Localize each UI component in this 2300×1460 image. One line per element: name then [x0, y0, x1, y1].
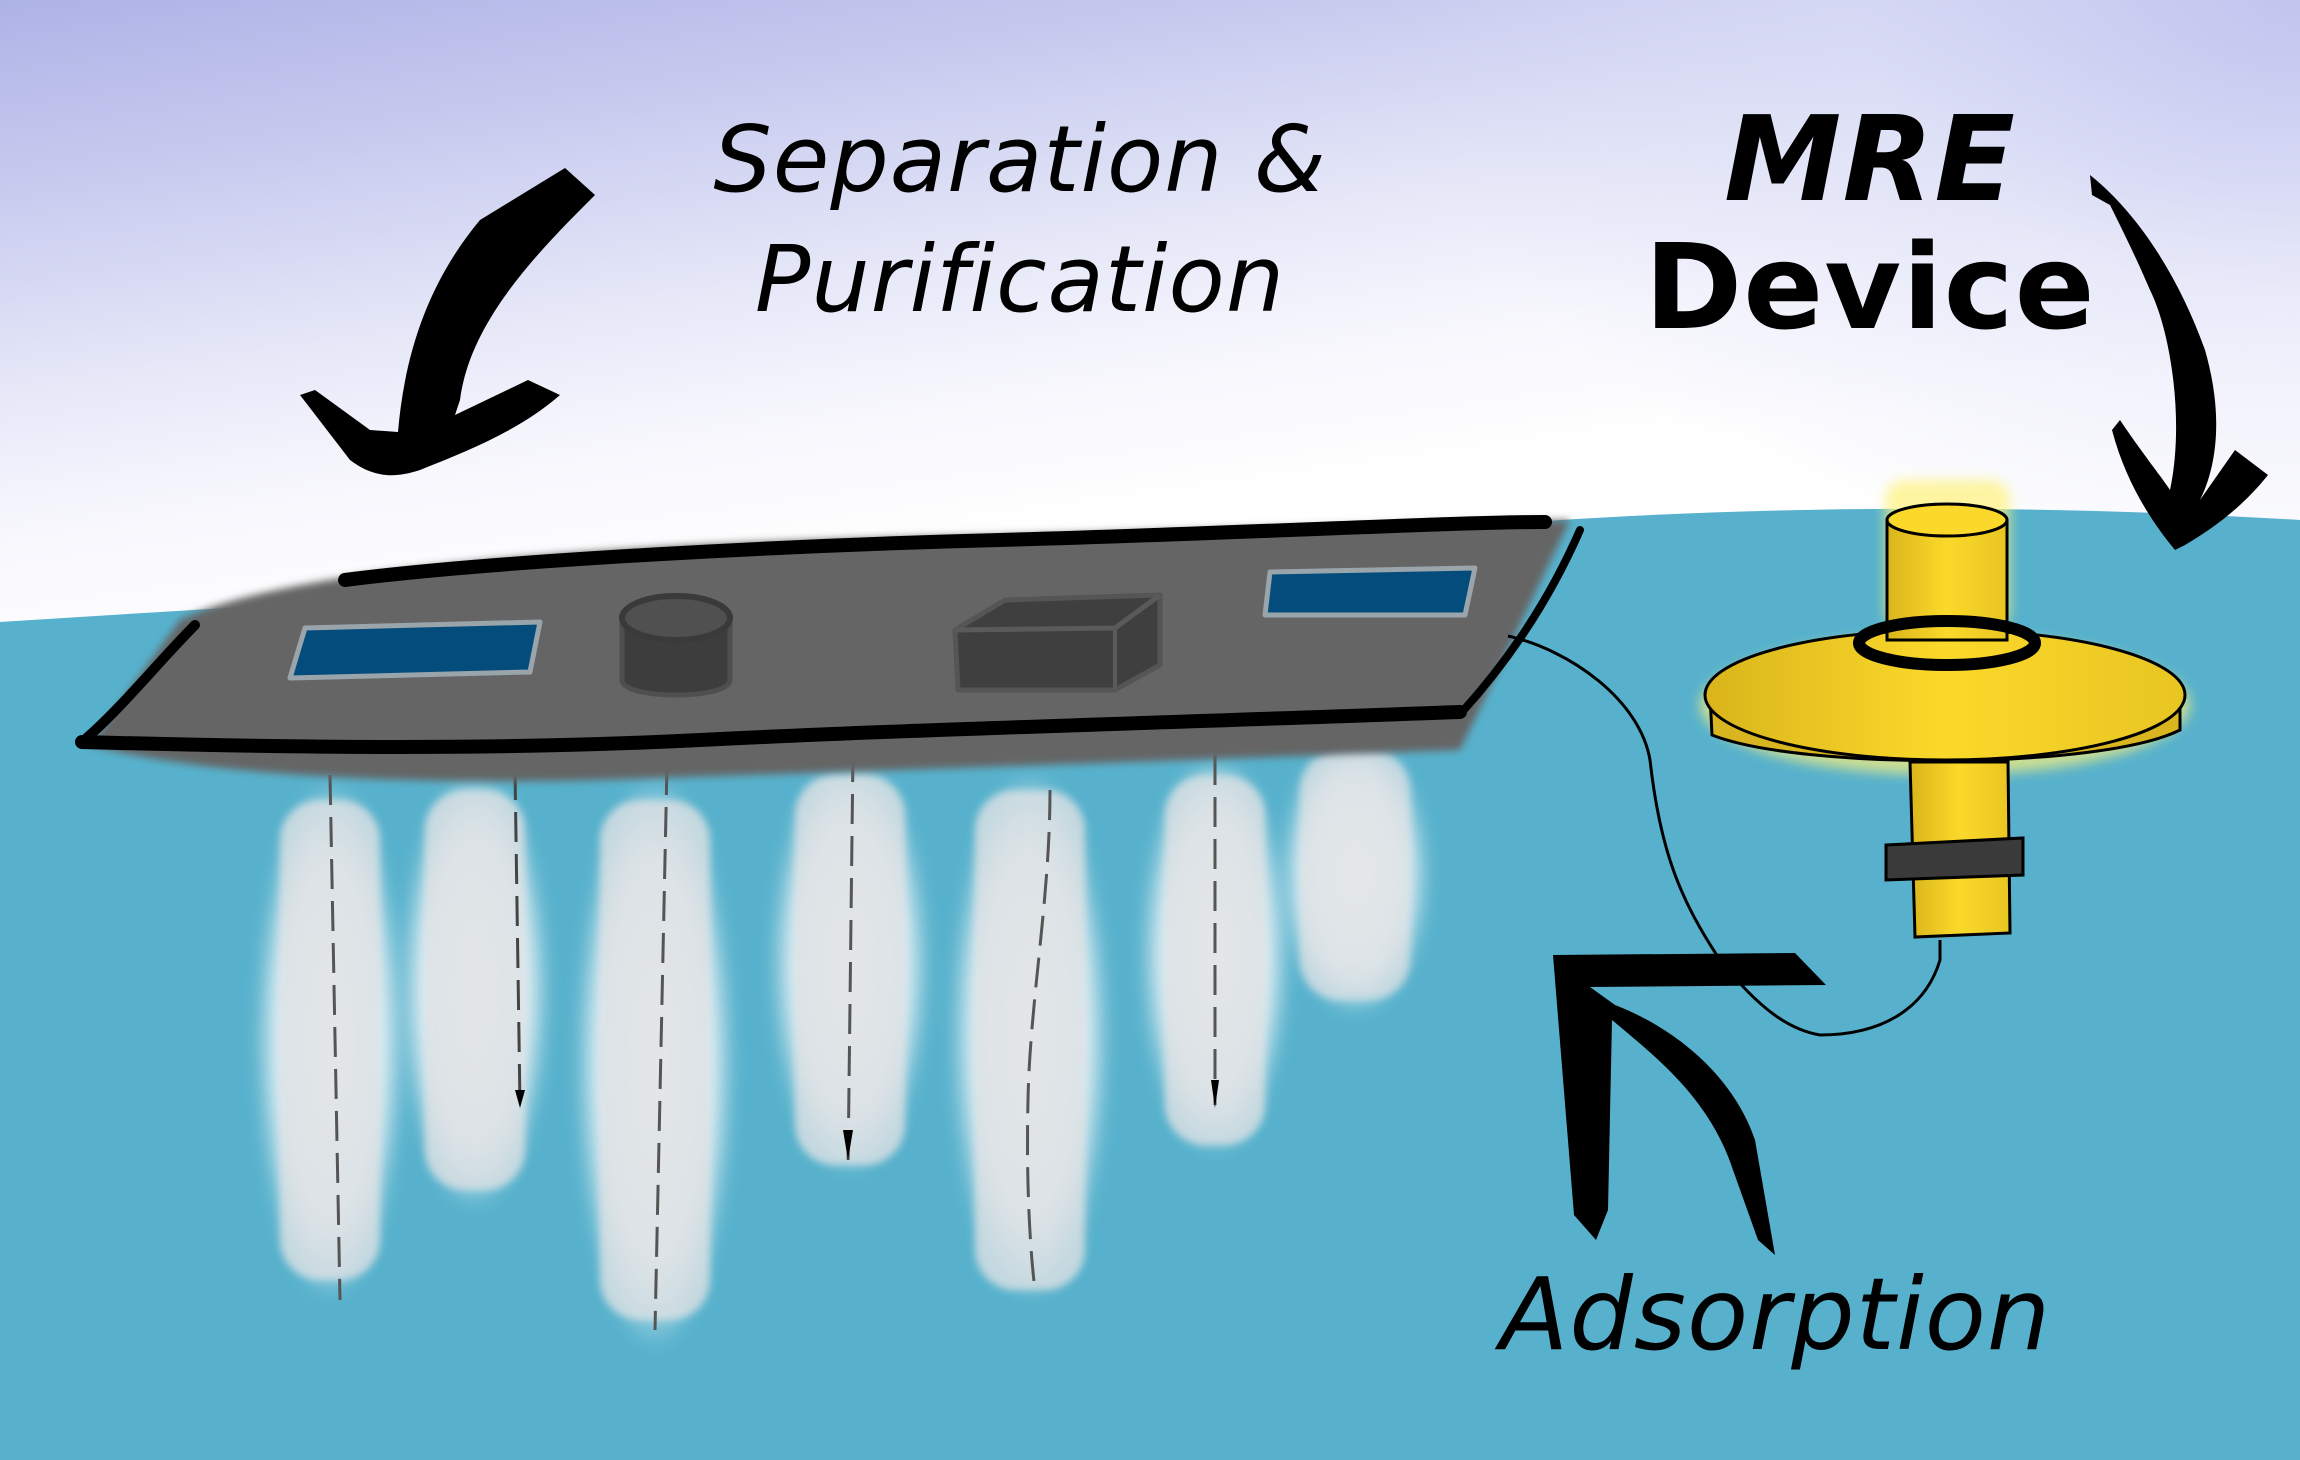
adsorption-label: Adsorption [1500, 1256, 2052, 1373]
mre-label-line2: Device [1644, 218, 2096, 356]
mre-device [1700, 480, 2190, 939]
strand-5 [950, 770, 1110, 1300]
arrow-adsorption-icon [1553, 953, 1826, 1255]
arrow-to-mre-device-icon [2090, 175, 2268, 550]
mre-label-line1: MRE [1724, 90, 2016, 228]
strand-1 [255, 774, 405, 1301]
mre-band [1884, 836, 2025, 882]
strand-6 [1140, 755, 1290, 1155]
strand-2 [400, 769, 550, 1210]
mre-device-label: MRE Device [1640, 95, 2100, 351]
separation-purification-platform [75, 515, 1584, 782]
separation-label-line1: Separation & [713, 106, 1327, 213]
mre-disc [1703, 628, 2187, 762]
strand-4 [770, 751, 930, 1175]
blue-panel-left [287, 619, 543, 681]
adsorbent-strands [255, 735, 1430, 1350]
tether-cable [1507, 634, 1942, 1037]
cylinder-container [619, 593, 733, 698]
tray-container [952, 592, 1163, 693]
strand-7 [1280, 735, 1430, 1015]
separation-label-line2: Purification [754, 226, 1286, 333]
arrow-to-platform-icon [300, 168, 595, 476]
strand-3 [575, 735, 735, 1350]
blue-panel-right [1262, 565, 1478, 618]
mre-collar [1853, 615, 2041, 671]
separation-purification-label: Separation & Purification [670, 100, 1370, 340]
